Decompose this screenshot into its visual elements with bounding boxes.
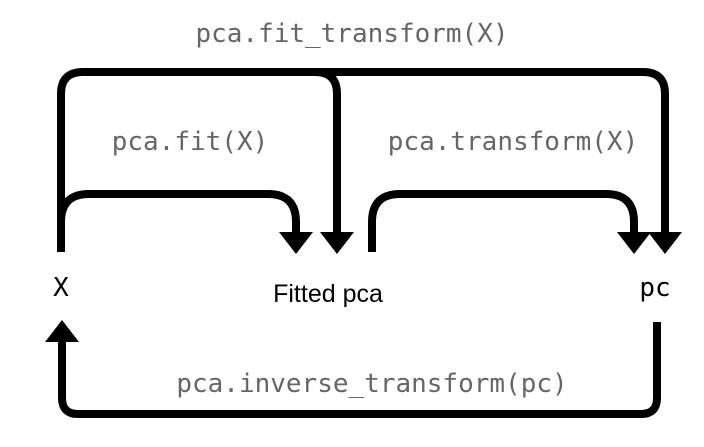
fit-transform-to-fitted-arrow	[314, 68, 354, 254]
fit-transform-arrow	[57, 68, 682, 254]
inverse-transform-arrow	[45, 320, 661, 418]
fit-arrow	[57, 190, 313, 254]
inverse-transform-label: pca.inverse_transform(pc)	[176, 369, 567, 399]
fit-transform-label: pca.fit_transform(X)	[195, 19, 508, 49]
transform-label: pca.transform(X)	[388, 127, 638, 157]
pc-node-label: pc	[639, 273, 670, 303]
x-node-label: X	[53, 273, 69, 303]
fitted-pca-node-label: Fitted pca	[273, 280, 383, 308]
fit-label: pca.fit(X)	[112, 127, 269, 157]
transform-arrow	[368, 190, 651, 254]
